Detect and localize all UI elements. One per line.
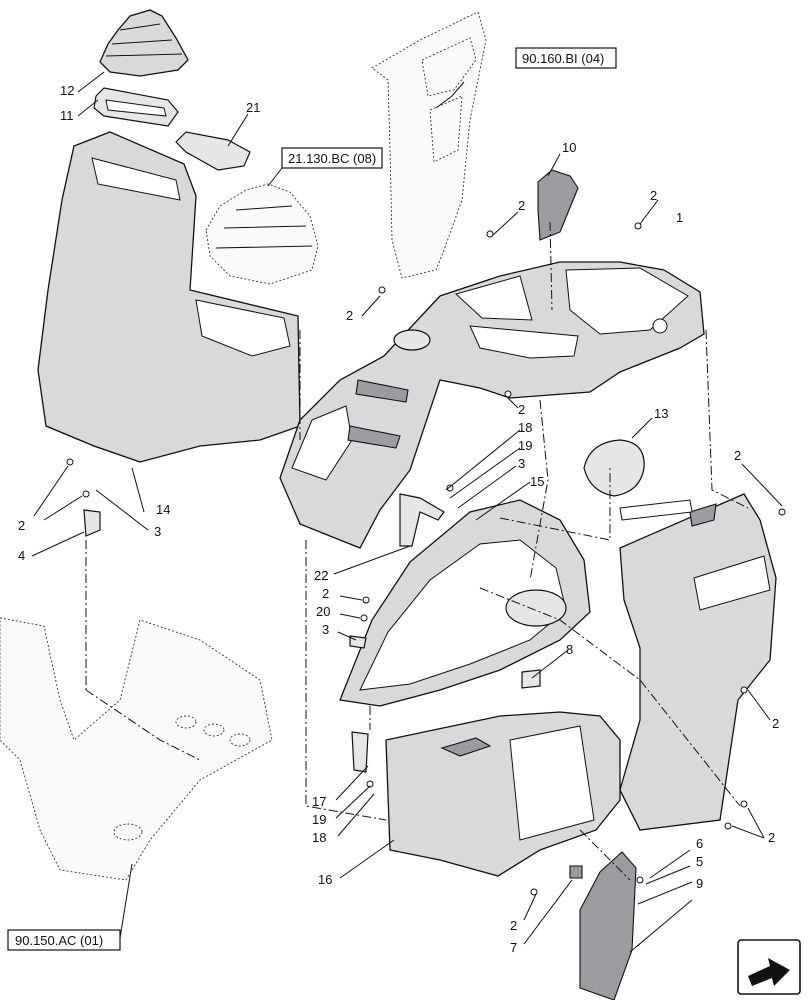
assembly-lines	[85, 221, 749, 881]
callout-5: 5	[696, 854, 703, 869]
callout-6: 6	[696, 836, 703, 851]
hardware	[66, 222, 786, 896]
callout-18: 18	[518, 420, 532, 435]
callout-8: 8	[566, 642, 573, 657]
callout-2: 2	[18, 518, 25, 533]
callout-22: 22	[314, 568, 328, 583]
callout-12: 12	[60, 83, 74, 98]
cover-10	[537, 169, 579, 241]
lower-panel-16	[385, 711, 621, 877]
right-side-panel	[619, 493, 777, 831]
joystick-boot	[205, 183, 319, 285]
leader-lines	[31, 71, 783, 953]
callout-2: 2	[510, 918, 517, 933]
reference-label: 90.150.AC (01)	[15, 933, 103, 948]
callout-2: 2	[772, 716, 779, 731]
callout-19: 19	[312, 812, 326, 827]
callout-2: 2	[322, 586, 329, 601]
callout-15: 15	[530, 474, 544, 489]
callout-9: 9	[696, 876, 703, 891]
callout-4: 4	[18, 548, 25, 563]
reference-box-90-160-bi[interactable]: 90.160.BI (04)	[515, 47, 617, 69]
upper-console-1	[279, 261, 705, 549]
callout-2: 2	[346, 308, 353, 323]
reference-box-21-130-bc[interactable]: 21.130.BC (08)	[281, 147, 383, 169]
callout-2: 2	[734, 448, 741, 463]
cab-floor	[0, 617, 273, 881]
callout-7: 7	[510, 940, 517, 955]
callout-3: 3	[154, 524, 161, 539]
cap-13	[583, 439, 645, 497]
callout-14: 14	[156, 502, 170, 517]
callout-18: 18	[312, 830, 326, 845]
callout-20: 20	[316, 604, 330, 619]
callout-16: 16	[318, 872, 332, 887]
boot-12	[99, 9, 189, 77]
callout-21: 21	[246, 100, 260, 115]
next-page-arrow-icon[interactable]	[737, 939, 801, 995]
bezel-11	[93, 87, 179, 127]
callout-2: 2	[518, 198, 525, 213]
callout-2: 2	[768, 830, 775, 845]
bezel-21	[175, 131, 251, 171]
callout-10: 10	[562, 140, 576, 155]
callout-13: 13	[654, 406, 668, 421]
reference-label: 90.160.BI (04)	[522, 51, 604, 66]
callout-numbers: 12 11 21 10 2 1 2 2 2 13 2 18 19 3 15 2 …	[18, 83, 779, 955]
callout-1: 1	[676, 210, 683, 225]
column-console	[371, 11, 487, 279]
callout-2: 2	[518, 402, 525, 417]
reference-box-90-150-ac[interactable]: 90.150.AC (01)	[7, 929, 121, 951]
callout-11: 11	[60, 108, 74, 123]
callout-2: 2	[650, 188, 657, 203]
grille-9	[579, 851, 637, 1000]
callout-3: 3	[322, 622, 329, 637]
callout-17: 17	[312, 794, 326, 809]
left-console-housing-14	[37, 131, 301, 463]
callout-19: 19	[518, 438, 532, 453]
inner-panel-15	[339, 493, 591, 707]
reference-label: 21.130.BC (08)	[288, 151, 376, 166]
callout-3: 3	[518, 456, 525, 471]
